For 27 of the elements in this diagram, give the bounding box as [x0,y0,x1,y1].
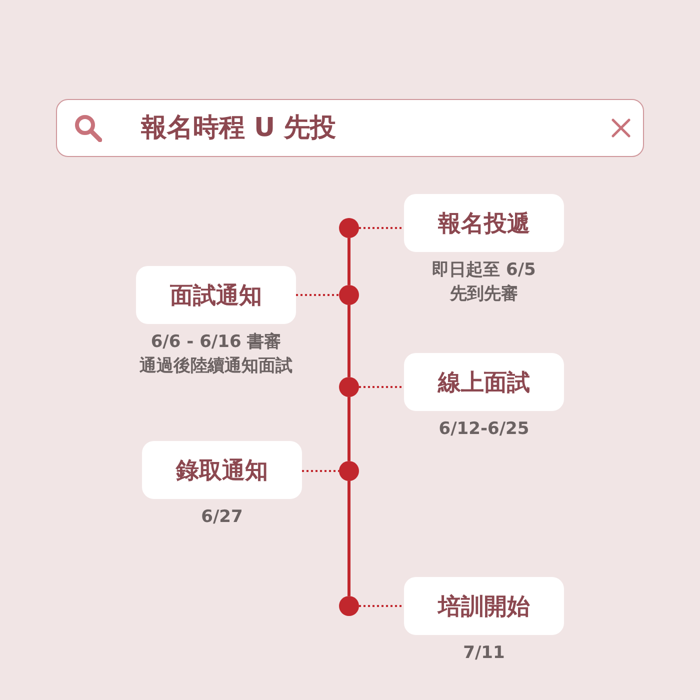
step-box: 報名投遞 [404,194,564,252]
date-caption: 通過後陸續通知面試 [140,356,292,376]
title: 報名時程 U 先投 [141,112,336,145]
timeline-line [348,305,350,377]
step-box: 線上面試 [404,353,564,411]
timeline-line [348,238,350,285]
dotted-leader-line [359,386,404,388]
timeline-dot [339,377,359,397]
step-box: 錄取通知 [142,441,302,499]
dotted-leader-line [302,470,339,472]
timeline-line [348,481,350,596]
date-caption: 先到先審 [450,284,518,304]
date-caption: 即日起至 6/5 [432,260,536,280]
timeline-line [348,397,350,461]
step-box: 培訓開始 [404,577,564,635]
date-caption: 6/6 - 6/16 書審 [150,332,282,352]
date-caption: 7/11 [463,643,505,663]
timeline-dot [339,596,359,616]
date-caption: 6/12-6/25 [438,419,530,439]
step-box: 面試通知 [136,266,296,324]
timeline-dot [339,218,359,238]
timeline-dot [339,285,359,305]
timeline-dot [339,461,359,481]
dotted-leader-line [296,294,339,296]
dotted-leader-line [359,227,404,229]
dotted-leader-line [359,605,404,607]
date-caption: 6/27 [201,507,243,527]
